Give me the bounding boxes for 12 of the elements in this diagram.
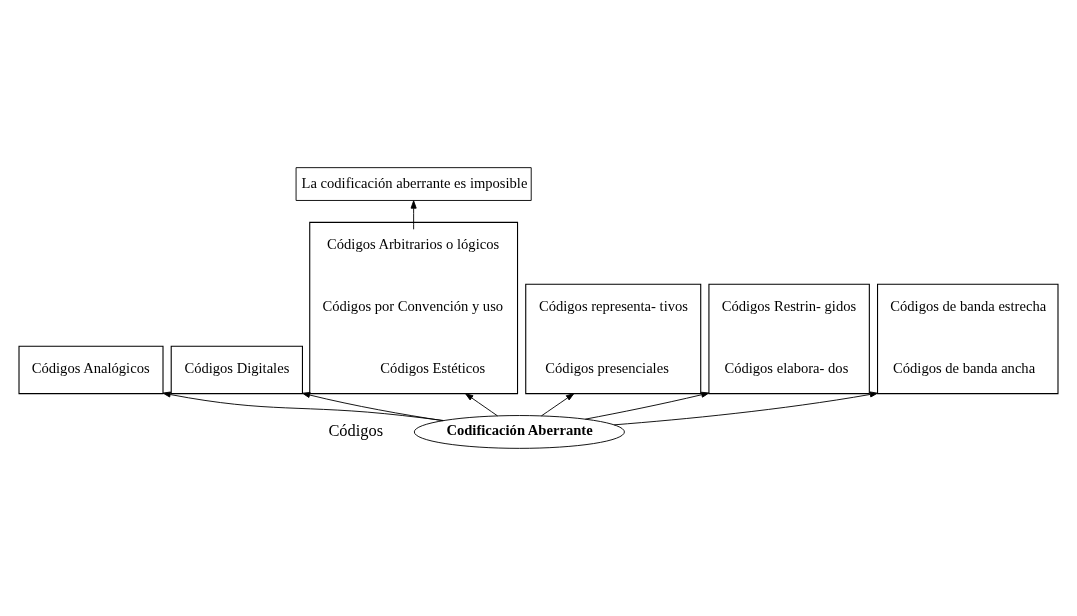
- node-text: Códigos presenciales: [545, 360, 669, 377]
- node-text: Códigos por Convención y uso: [322, 298, 504, 315]
- node-text: Códigos Arbitrarios o lógicos: [327, 236, 500, 253]
- node-text: Códigos representa- tivos: [538, 298, 688, 315]
- node-text: Códigos elabora- dos: [724, 360, 849, 377]
- node-text: Códigos Restrin- gidos: [721, 298, 857, 315]
- node-text: Códigos Analógicos: [31, 360, 150, 377]
- node-text: Códigos de banda estrecha: [890, 298, 1047, 315]
- node-text: Códigos Digitales: [184, 360, 290, 377]
- node-text: Códigos Estéticos: [380, 360, 486, 377]
- node-text: Códigos de banda ancha: [893, 360, 1036, 377]
- label: Códigos: [328, 420, 384, 440]
